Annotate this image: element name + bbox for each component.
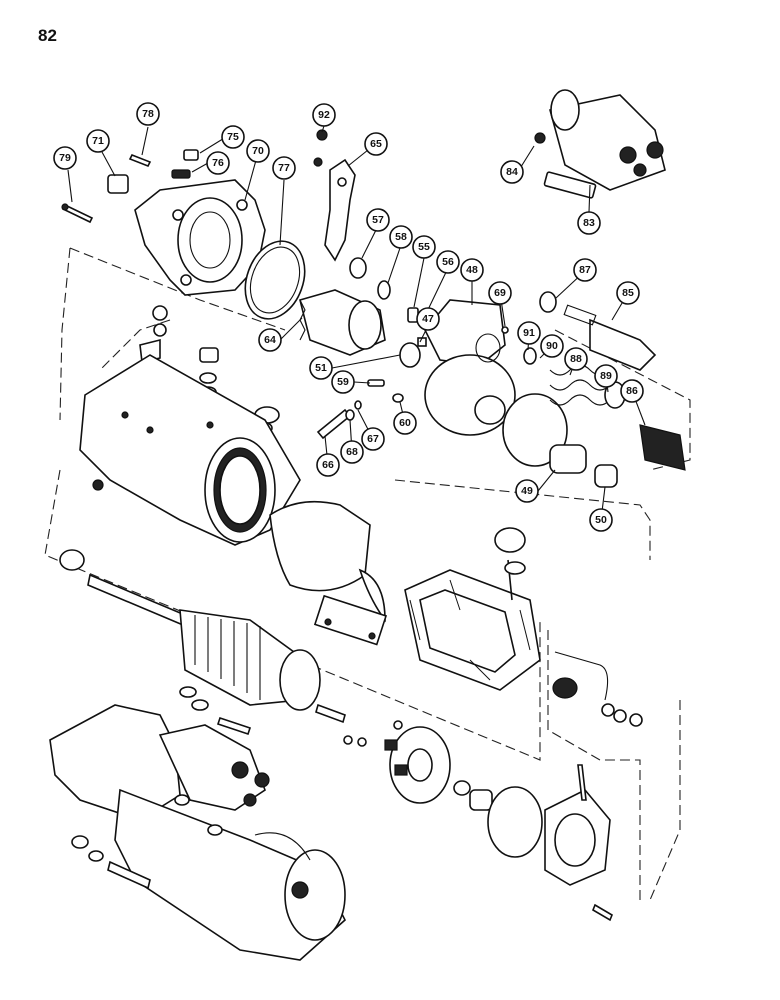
assembled-starter: [49, 704, 346, 961]
callout-label: 70: [252, 145, 264, 157]
callout-58: 58: [389, 225, 413, 249]
callout-label: 88: [570, 353, 582, 365]
callout-92: 92: [312, 103, 336, 127]
callout-label: 65: [370, 138, 382, 150]
callout-label: 86: [626, 385, 638, 397]
callout-label: 55: [418, 241, 430, 253]
callout-label: 90: [546, 340, 558, 352]
callout-68: 68: [340, 440, 364, 464]
callout-47: 47: [416, 307, 440, 331]
callout-59: 59: [331, 370, 355, 394]
callout-label: 50: [595, 514, 607, 526]
callout-67: 67: [361, 427, 385, 451]
callout-label: 89: [600, 370, 612, 382]
sleeve-small: [594, 464, 618, 488]
callout-71: 71: [86, 129, 110, 153]
callout-label: 64: [264, 334, 276, 346]
callout-label: 75: [227, 131, 239, 143]
callout-label: 85: [622, 287, 634, 299]
solenoid-assembly: [534, 89, 666, 199]
plunger: [563, 304, 657, 371]
callout-label: 56: [442, 256, 454, 268]
callout-66: 66: [316, 453, 340, 477]
callout-78: 78: [136, 102, 160, 126]
boot: [639, 424, 686, 471]
callout-label: 68: [346, 446, 358, 458]
callout-label: 92: [318, 109, 330, 121]
callout-85: 85: [616, 281, 640, 305]
callout-label: 71: [92, 135, 104, 147]
callout-label: 69: [494, 287, 506, 299]
callout-65: 65: [364, 132, 388, 156]
drive-pinion: [299, 289, 386, 356]
callout-label: 67: [367, 433, 379, 445]
gasket: [244, 240, 306, 320]
callout-89: 89: [594, 364, 618, 388]
callout-75: 75: [221, 125, 245, 149]
callout-label: 83: [583, 217, 595, 229]
callout-91: 91: [517, 321, 541, 345]
callout-79: 79: [53, 146, 77, 170]
callout-label: 59: [337, 376, 349, 388]
brush-holder: [384, 726, 451, 804]
callout-90: 90: [540, 334, 564, 358]
callout-label: 76: [212, 157, 224, 169]
callout-48: 48: [460, 258, 484, 282]
callout-label: 87: [579, 264, 591, 276]
callout-label: 57: [372, 214, 384, 226]
callout-87: 87: [573, 258, 597, 282]
callout-83: 83: [577, 211, 601, 235]
field-coil: [404, 527, 541, 691]
field-frame: [79, 354, 301, 546]
callout-label: 91: [523, 327, 535, 339]
callout-label: 49: [521, 485, 533, 497]
callout-label: 78: [142, 108, 154, 120]
callout-84: 84: [500, 160, 524, 184]
drive-housing: [134, 179, 266, 296]
plug: [171, 149, 199, 179]
brush-plate-bar: [313, 594, 388, 646]
callout-76: 76: [206, 151, 230, 175]
callout-label: 58: [395, 231, 407, 243]
callout-label: 77: [278, 162, 290, 174]
o-ring-end: [487, 786, 543, 858]
callout-label: 48: [466, 264, 478, 276]
armature: [87, 573, 346, 724]
shift-lever: [313, 157, 356, 262]
callout-57: 57: [366, 208, 390, 232]
page-number: 82: [38, 26, 57, 45]
callout-55: 55: [412, 235, 436, 259]
screw: [128, 153, 152, 168]
callout-56: 56: [436, 250, 460, 274]
callout-50: 50: [589, 508, 613, 532]
callout-51: 51: [309, 356, 333, 380]
callout-88: 88: [564, 347, 588, 371]
callout-86: 86: [620, 379, 644, 403]
callout-label: 84: [506, 166, 518, 178]
callout-69: 69: [488, 281, 512, 305]
pole-shoe: [269, 500, 371, 592]
callout-64: 64: [258, 328, 282, 352]
callout-label: 60: [399, 417, 411, 429]
callout-label: 66: [322, 459, 334, 471]
callout-77: 77: [272, 156, 296, 180]
callout-60: 60: [393, 411, 417, 435]
callout-label: 51: [315, 362, 327, 374]
sleeve: [549, 444, 587, 474]
bolt: [61, 203, 94, 224]
end-cap: [544, 764, 611, 886]
lever-housing: [424, 299, 516, 436]
callout-label: 47: [422, 313, 434, 325]
callout-49: 49: [515, 479, 539, 503]
callout-70: 70: [246, 139, 270, 163]
bushing: [107, 174, 129, 194]
callout-label: 79: [59, 152, 71, 164]
